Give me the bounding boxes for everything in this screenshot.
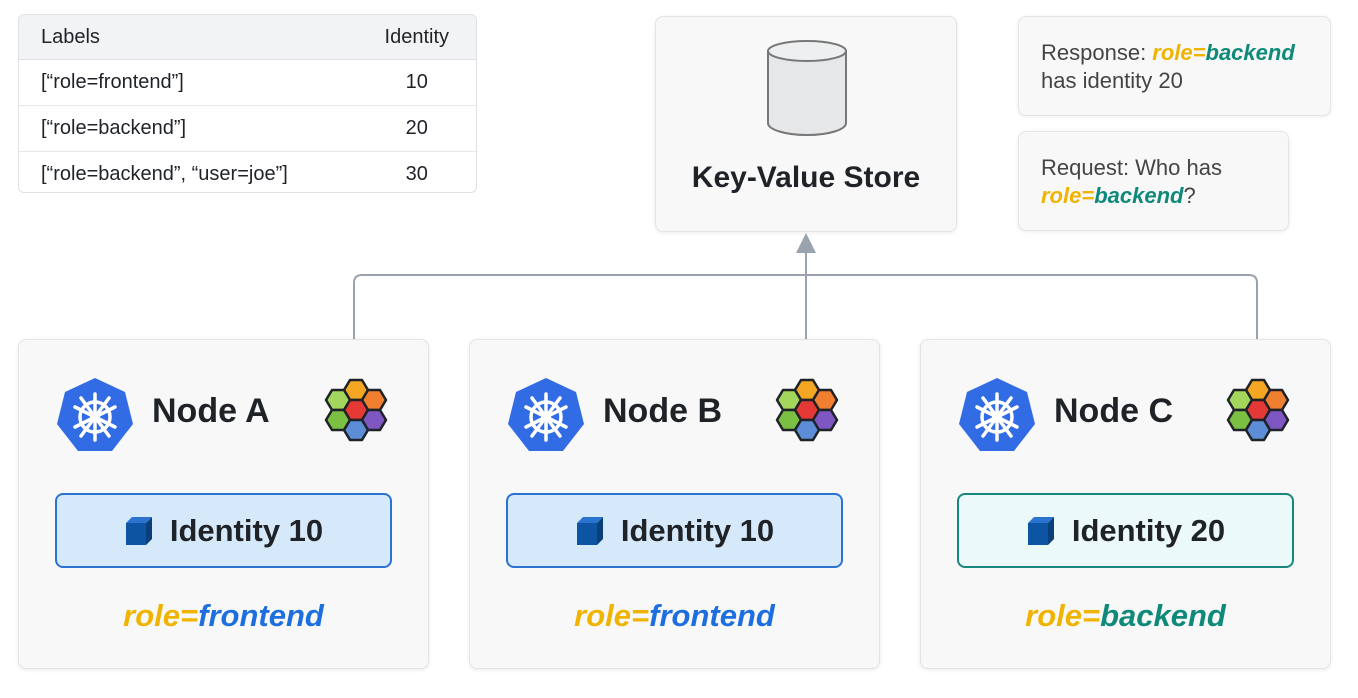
node-a-card: Node A Identity 10 role=frontend [18,339,429,669]
table-row: [“role=backend”] 20 [19,106,476,152]
cilium-hexagon-icon [324,378,388,442]
node-name: Node C [1054,392,1173,430]
request-value: backend [1094,183,1184,208]
role-value: frontend [649,598,775,633]
kubernetes-icon [959,378,1035,451]
key-value-store-card: Key-Value Store [655,16,957,232]
kv-store-title: Key-Value Store [691,161,921,194]
response-message: Response: role=backend has identity 20 [1018,16,1331,116]
role-value: backend [1100,598,1226,633]
connector-to-node-a [344,274,806,378]
request-prefix: Request: Who has [1041,155,1222,180]
node-role: role=backend [921,598,1330,634]
row-labels: [“role=backend”, “user=joe”] [41,163,288,185]
row-identity: 20 [405,117,428,139]
request-suffix: ? [1183,183,1196,208]
request-message: Request: Who has role=backend? [1018,131,1289,231]
identity-label: Identity 10 [620,512,775,548]
identity-box: Identity 20 [957,493,1294,568]
cube-icon [1027,516,1054,545]
identity-label: Identity 10 [169,512,324,548]
role-value: frontend [198,598,324,633]
cube-icon [576,516,603,545]
node-b-card: Node B Identity 10 role=frontend [469,339,880,669]
role-key: role= [574,598,650,633]
node-role: role=frontend [470,598,879,634]
cube-icon [125,516,152,545]
node-name: Node A [152,392,270,430]
row-labels: [“role=backend”] [41,117,187,139]
cilium-hexagon-icon [1226,378,1290,442]
cilium-hexagon-icon [775,378,839,442]
response-suffix: has identity 20 [1041,68,1183,93]
table-row: [“role=frontend”] 10 [19,60,476,106]
header-labels: Labels [41,25,100,48]
response-value: backend [1205,40,1295,65]
table-row: [“role=backend”, “user=joe”] 30 [19,152,476,192]
role-key: role= [123,598,199,633]
response-key: role= [1152,40,1206,65]
identity-box: Identity 10 [506,493,843,568]
identity-box: Identity 10 [55,493,392,568]
node-name: Node B [603,392,722,430]
header-identity: Identity [384,25,450,48]
database-icon [767,40,847,136]
role-key: role= [1025,598,1101,633]
identity-table: Labels Identity [“role=frontend”] 10 [“r… [18,14,477,193]
response-prefix: Response: [1041,40,1153,65]
request-key: role= [1041,183,1095,208]
row-identity: 30 [405,163,428,185]
node-role: role=frontend [19,598,428,634]
row-identity: 10 [405,71,428,93]
row-labels: [“role=frontend”] [41,71,184,93]
identity-label: Identity 20 [1071,512,1226,548]
node-c-card: Node C Identity 20 role=backend [920,339,1331,669]
kubernetes-icon [508,378,584,451]
table-header: Labels Identity [19,15,476,60]
kubernetes-icon [57,378,133,451]
connector-to-node-c [806,274,1267,378]
